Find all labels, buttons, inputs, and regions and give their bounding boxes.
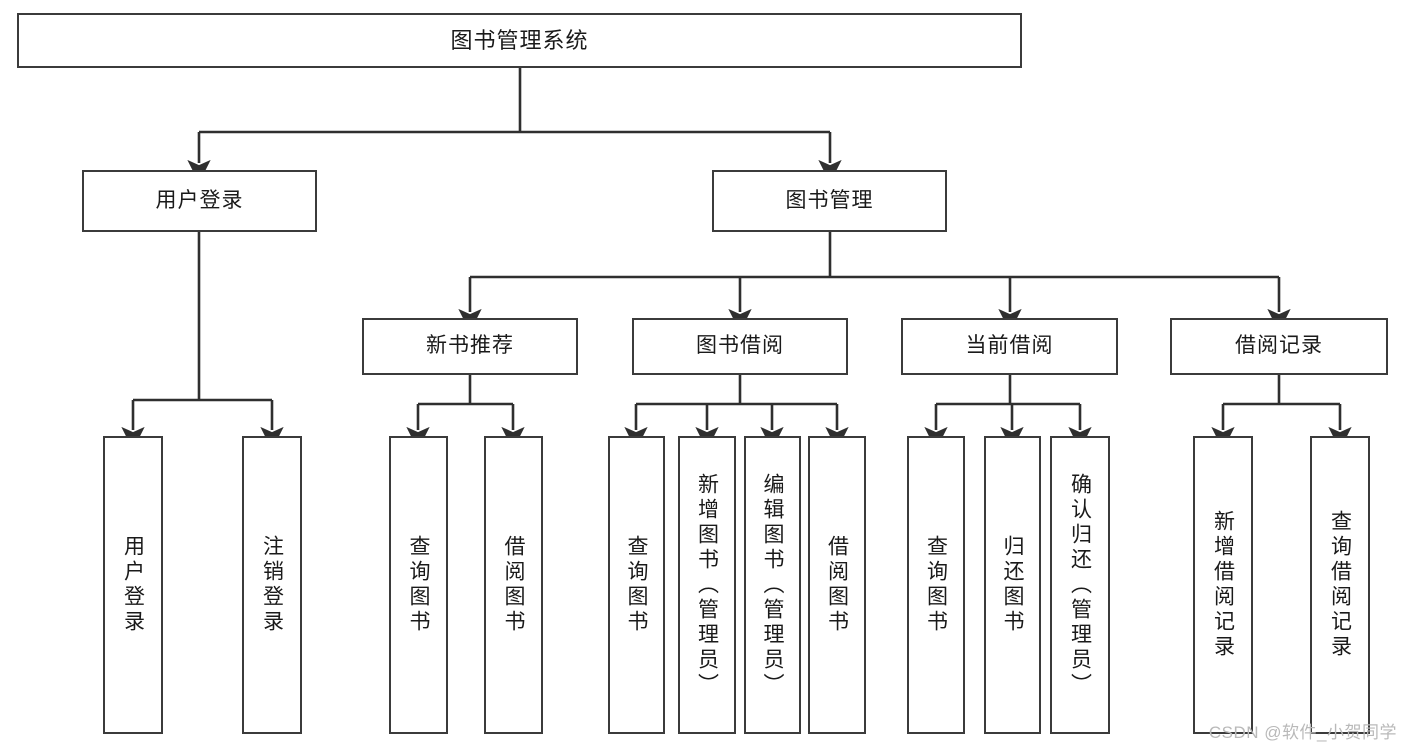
node-new-book-recommend-label: 新书推荐 bbox=[426, 334, 514, 358]
leaf-borrow-query-book[interactable]: 查询图书 bbox=[608, 436, 665, 734]
leaf-record-add-record[interactable]: 新增借阅记录 bbox=[1193, 436, 1253, 734]
leaf-user-login-logout[interactable]: 注销登录 bbox=[242, 436, 302, 734]
leaf-label: 查询图书 bbox=[924, 535, 948, 635]
node-book-management[interactable]: 图书管理 bbox=[712, 170, 947, 232]
csdn-watermark: CSDN @软件_小贺同学 bbox=[1208, 723, 1397, 742]
node-user-login[interactable]: 用户登录 bbox=[82, 170, 317, 232]
leaf-label: 查询图书 bbox=[407, 535, 431, 635]
node-current-borrow-label: 当前借阅 bbox=[965, 334, 1054, 358]
leaf-label: 查询图书 bbox=[625, 535, 649, 635]
leaf-label: 借阅图书 bbox=[825, 535, 849, 635]
leaf-current-confirm-return-admin[interactable]: 确认归还（管理员） bbox=[1050, 436, 1110, 734]
node-book-borrow-label: 图书借阅 bbox=[696, 334, 784, 358]
node-book-management-label: 图书管理 bbox=[785, 188, 874, 212]
node-new-book-recommend[interactable]: 新书推荐 bbox=[362, 318, 578, 375]
leaf-label: 新增借阅记录 bbox=[1211, 510, 1235, 660]
leaf-borrow-edit-book-admin[interactable]: 编辑图书（管理员） bbox=[744, 436, 801, 734]
leaf-record-query-record[interactable]: 查询借阅记录 bbox=[1310, 436, 1370, 734]
leaf-label: 新增图书（管理员） bbox=[695, 472, 719, 698]
node-book-borrow[interactable]: 图书借阅 bbox=[632, 318, 848, 375]
node-current-borrow[interactable]: 当前借阅 bbox=[901, 318, 1118, 375]
node-borrow-record[interactable]: 借阅记录 bbox=[1170, 318, 1388, 375]
leaf-label: 编辑图书（管理员） bbox=[761, 472, 785, 698]
leaf-recommend-borrow-book[interactable]: 借阅图书 bbox=[484, 436, 543, 734]
leaf-label: 归还图书 bbox=[1001, 535, 1025, 635]
node-user-login-label: 用户登录 bbox=[155, 188, 244, 212]
node-borrow-record-label: 借阅记录 bbox=[1235, 334, 1323, 358]
leaf-label: 用户登录 bbox=[121, 535, 145, 635]
leaf-current-query-book[interactable]: 查询图书 bbox=[907, 436, 965, 734]
leaf-label: 借阅图书 bbox=[502, 535, 526, 635]
leaf-current-return-book[interactable]: 归还图书 bbox=[984, 436, 1041, 734]
node-root-label: 图书管理系统 bbox=[450, 27, 589, 53]
leaf-label: 确认归还（管理员） bbox=[1068, 472, 1092, 698]
leaf-borrow-borrow-book[interactable]: 借阅图书 bbox=[808, 436, 866, 734]
leaf-label: 注销登录 bbox=[260, 535, 284, 635]
node-root[interactable]: 图书管理系统 bbox=[17, 13, 1022, 68]
leaf-recommend-query-book[interactable]: 查询图书 bbox=[389, 436, 448, 734]
leaf-user-login-login[interactable]: 用户登录 bbox=[103, 436, 163, 734]
leaf-label: 查询借阅记录 bbox=[1328, 510, 1352, 660]
leaf-borrow-add-book-admin[interactable]: 新增图书（管理员） bbox=[678, 436, 736, 734]
